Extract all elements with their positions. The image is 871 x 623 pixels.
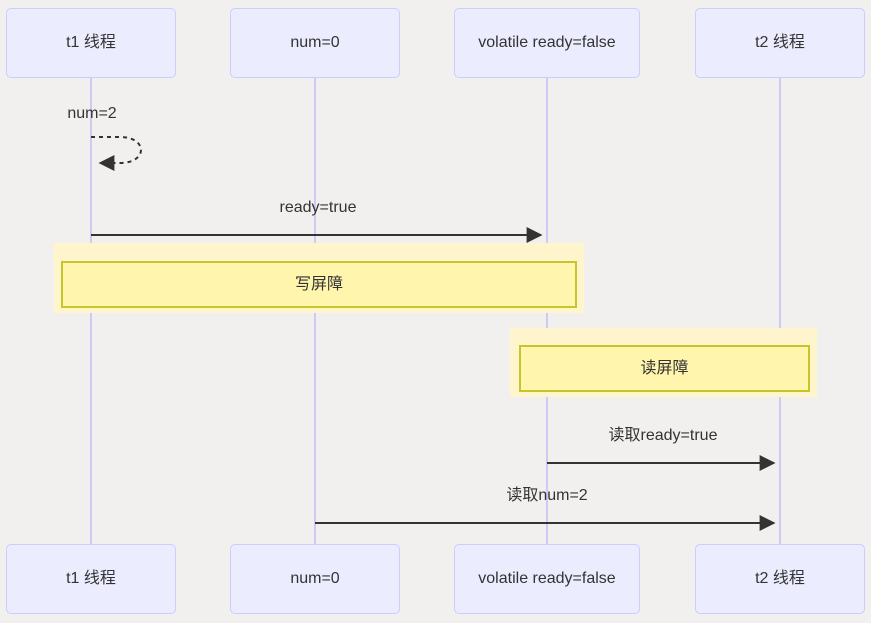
note-write-barrier[interactable]: 写屏障: [61, 261, 577, 308]
message-label-ready-true: ready=true: [279, 199, 357, 216]
note-read-barrier[interactable]: 读屏障: [519, 345, 810, 392]
message-arrow-num-2: [91, 136, 142, 171]
participant-box-num-bottom[interactable]: num=0: [230, 544, 400, 614]
participant-box-t1-bottom[interactable]: t1 线程: [6, 544, 176, 614]
message-label-read-ready-true: 读取ready=true: [608, 427, 718, 444]
participant-box-t2-top[interactable]: t2 线程: [695, 8, 865, 78]
lifeline-t2: [779, 78, 781, 544]
participant-box-t2-bottom[interactable]: t2 线程: [695, 544, 865, 614]
participant-box-t1-top[interactable]: t1 线程: [6, 8, 176, 78]
participant-box-num-top[interactable]: num=0: [230, 8, 400, 78]
participant-box-ready-bottom[interactable]: volatile ready=false: [454, 544, 640, 614]
message-label-num-2: num=2: [67, 105, 117, 122]
message-label-read-num-2: 读取num=2: [506, 487, 588, 504]
participant-box-ready-top[interactable]: volatile ready=false: [454, 8, 640, 78]
